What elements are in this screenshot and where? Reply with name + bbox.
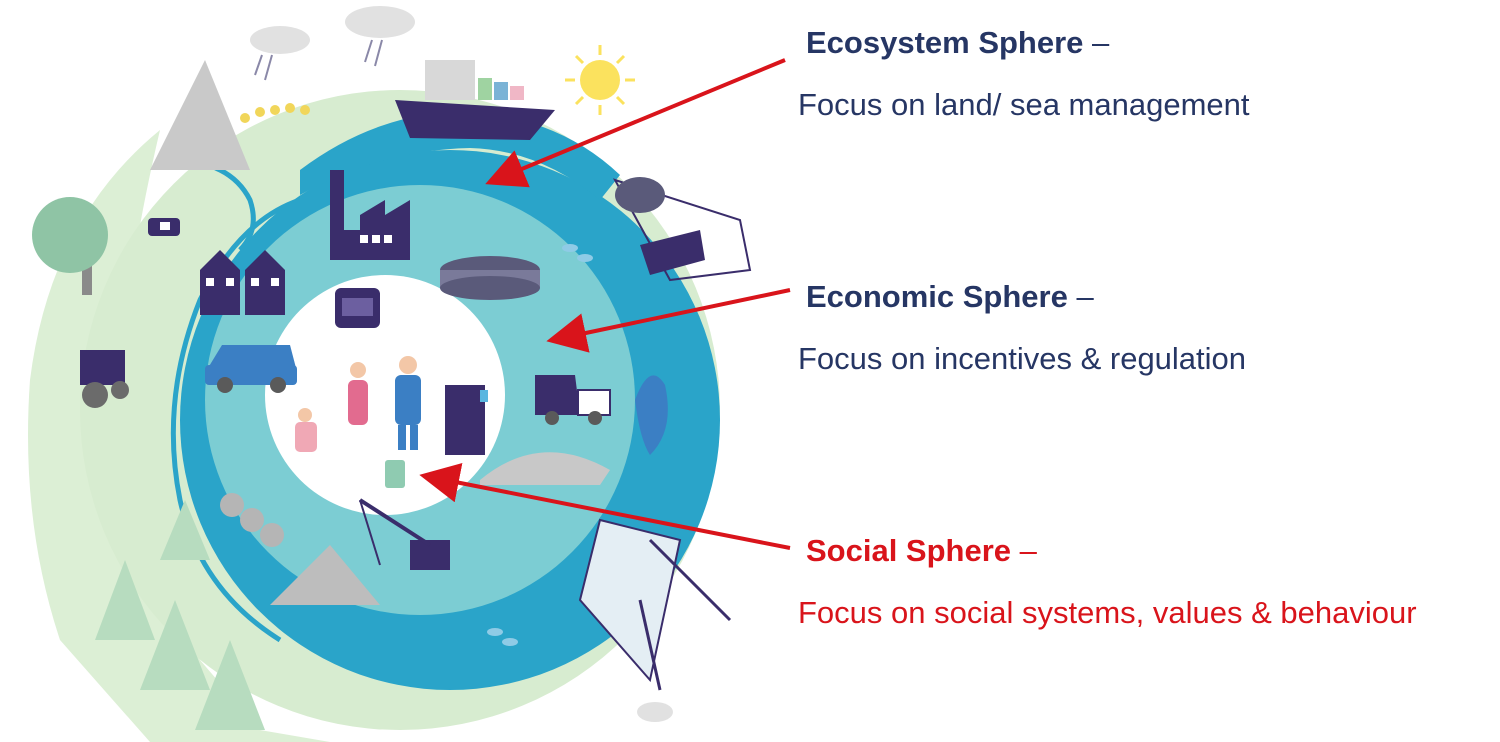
mountain-icon	[150, 60, 250, 170]
bin-icon	[385, 460, 405, 488]
crops-icon	[240, 103, 310, 123]
sand-pile-icon	[270, 545, 380, 605]
rain-icon	[254, 39, 383, 81]
ecosystem-sphere-title: Ecosystem Sphere –	[806, 25, 1110, 60]
houses-icon	[200, 250, 285, 315]
water-treatment-tank-icon	[440, 256, 540, 300]
social-sphere-title: Social Sphere –	[806, 533, 1037, 568]
ecosystem-arrow	[485, 58, 786, 188]
economic-arrow	[546, 288, 791, 353]
fish-icon	[487, 244, 593, 646]
container-ship-icon	[395, 60, 555, 140]
economic-sphere-label: Economic Sphere – Focus on incentives & …	[798, 278, 1246, 378]
landfill-icon	[480, 452, 610, 485]
social-sphere-description: Focus on social systems, values & behavi…	[798, 595, 1417, 630]
armchair-icon	[335, 288, 380, 328]
crane-icon	[358, 498, 450, 570]
economic-sphere-description: Focus on incentives & regulation	[798, 341, 1247, 376]
cow-icon	[148, 218, 180, 236]
fishing-trawler-icon	[612, 177, 752, 282]
tree-icon	[32, 197, 108, 295]
car-icon	[205, 345, 297, 393]
cloud-icon	[250, 6, 415, 54]
tractor-icon	[80, 350, 129, 408]
social-arrow	[419, 463, 791, 550]
ecosystem-sphere-label: Ecosystem Sphere – Focus on land/ sea ma…	[798, 24, 1250, 124]
logs-icon	[220, 493, 284, 547]
forest-icon	[95, 500, 265, 730]
people-icon	[295, 356, 421, 452]
ecosystem-sphere-description: Focus on land/ sea management	[798, 87, 1250, 122]
social-sphere-label: Social Sphere – Focus on social systems,…	[798, 532, 1417, 632]
sun-icon	[565, 45, 635, 115]
washing-machine-icon	[445, 385, 488, 455]
factory-icon	[330, 170, 410, 260]
oil-rig-icon	[578, 518, 732, 722]
garbage-truck-icon	[535, 375, 611, 425]
economic-sphere-title: Economic Sphere –	[806, 279, 1094, 314]
whale-icon	[635, 375, 668, 455]
